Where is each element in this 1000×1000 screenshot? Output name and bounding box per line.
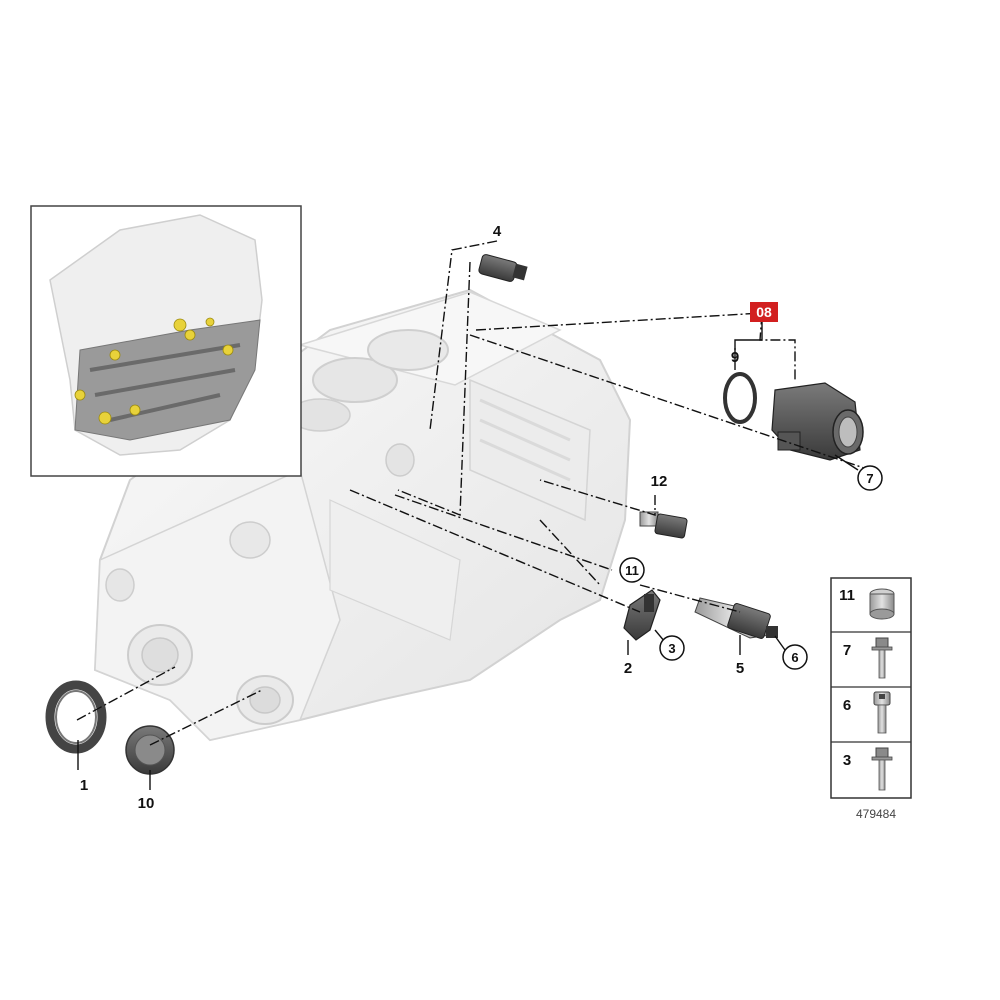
callout-circle-6: 6 <box>782 644 808 670</box>
bolt-icon <box>871 747 893 791</box>
callout-1: 1 <box>80 777 88 794</box>
callout-9: 9 <box>731 349 739 366</box>
part-12-sensor <box>639 511 688 539</box>
callout-3: 3 <box>668 641 675 656</box>
engine-block <box>93 288 632 742</box>
leader-lines <box>76 240 871 790</box>
bolt-icon <box>871 637 893 679</box>
callout-circle-3: 3 <box>659 635 685 661</box>
callout-10: 10 <box>138 795 155 812</box>
callout-6: 6 <box>791 650 798 665</box>
legend-label-6: 6 <box>843 697 851 714</box>
highlight-markers <box>74 317 234 425</box>
callout-08: 08 <box>756 304 772 320</box>
part-5-sensor <box>694 597 778 639</box>
callout-2: 2 <box>624 660 632 677</box>
callout-4: 4 <box>493 223 502 240</box>
legend-label-11: 11 <box>839 587 855 604</box>
callout-5: 5 <box>736 660 744 677</box>
sleeve-icon <box>869 588 895 620</box>
callout-7: 7 <box>866 471 873 486</box>
legend-label-3: 3 <box>843 752 851 769</box>
hex-socket-bolt-icon <box>873 691 891 734</box>
part-08-housing <box>771 382 864 461</box>
fastener-legend: 11 7 6 3 <box>830 577 912 799</box>
part-1-shaft-seal <box>45 680 107 754</box>
diagram-reference-number: 479484 <box>856 807 896 821</box>
part-10-plug <box>125 725 175 775</box>
callout-12: 12 <box>651 473 668 490</box>
part-4-sensor <box>478 254 528 282</box>
part-9-o-ring <box>723 372 757 424</box>
group-badge-08: 08 <box>750 302 778 322</box>
legend-label-7: 7 <box>843 642 851 659</box>
callout-circle-11: 11 <box>619 557 645 583</box>
engine-overview-inset <box>30 205 302 477</box>
part-2-sensor <box>623 589 661 641</box>
callout-11: 11 <box>625 563 639 578</box>
callout-circle-7: 7 <box>857 465 883 491</box>
